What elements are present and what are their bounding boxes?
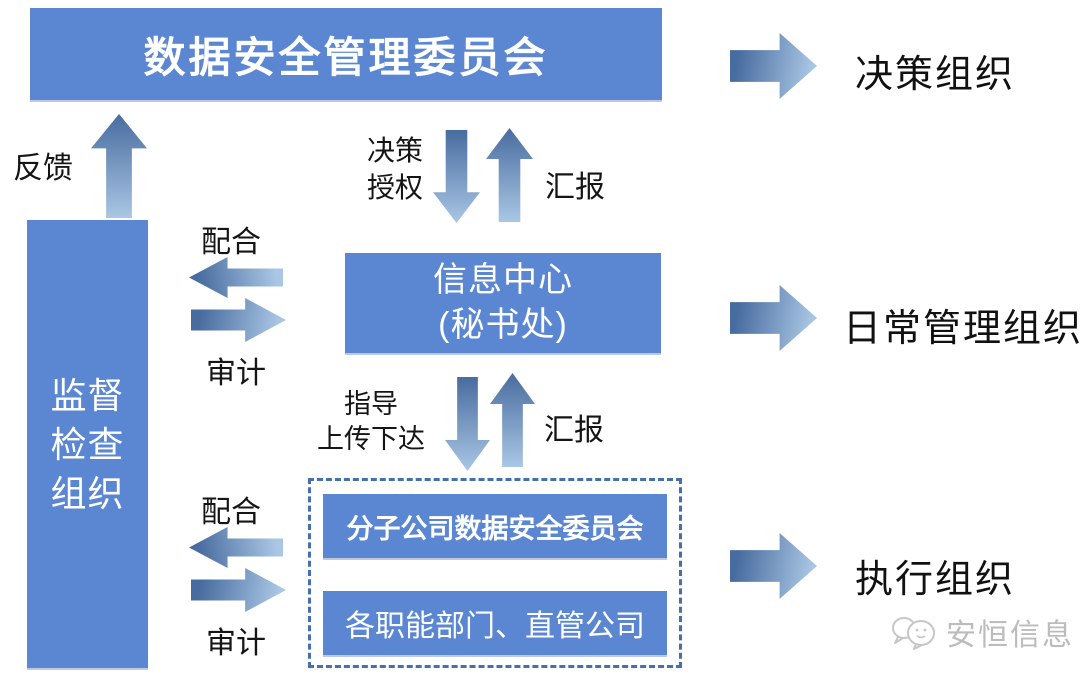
arrow-right-icon <box>191 298 286 342</box>
node-departments: 各职能部门、直管公司 <box>323 591 667 655</box>
arrow-left-icon <box>189 257 283 298</box>
node-committee: 数据安全管理委员会 <box>30 8 662 100</box>
arrow-down-icon <box>445 377 490 471</box>
node-committee-label: 数据安全管理委员会 <box>143 33 549 81</box>
arrow-right-icon <box>730 533 817 599</box>
arrow-right-icon <box>730 285 817 351</box>
arrow-down-icon <box>433 130 480 223</box>
label-guidance: 指导 上传下达 <box>317 389 425 454</box>
node-supervision: 监督 检查 组织 <box>27 220 148 668</box>
label-report-upper: 汇报 <box>545 171 605 204</box>
arrow-right-icon <box>191 568 286 612</box>
watermark: 安恒信息 <box>890 610 1074 654</box>
node-subsidiary-committee: 分子公司数据安全委员会 <box>323 494 667 558</box>
org-type-daily-management: 日常管理组织 <box>843 308 1080 350</box>
node-info-center-line2: (秘书处) <box>438 306 568 344</box>
arrow-right-icon <box>730 33 817 99</box>
anheng-bubbles-icon <box>892 617 935 650</box>
label-cooperate-upper: 配合 <box>201 226 261 259</box>
node-info-center: 信息中心 (秘书处) <box>345 253 661 353</box>
label-feedback: 反馈 <box>13 152 73 185</box>
org-type-decision: 决策组织 <box>855 54 1016 96</box>
arrow-left-icon <box>189 527 283 568</box>
label-cooperate-lower: 配合 <box>201 496 261 529</box>
arrow-up-icon <box>91 114 147 218</box>
arrow-up-icon <box>490 373 535 467</box>
node-info-center-line1: 信息中心 <box>433 261 573 299</box>
org-type-execution: 执行组织 <box>855 559 1016 601</box>
label-audit-lower: 审计 <box>206 627 266 660</box>
label-audit-upper: 审计 <box>206 357 266 390</box>
label-report-middle: 汇报 <box>544 414 604 447</box>
execution-group-box: 分子公司数据安全委员会 各职能部门、直管公司 <box>308 478 682 668</box>
node-supervision-line3: 组织 <box>50 472 125 514</box>
node-supervision-line1: 监督 <box>50 374 125 416</box>
label-decision-authorization: 决策 授权 <box>366 135 423 203</box>
watermark-brand: 安恒信息 <box>946 619 1074 652</box>
node-supervision-line2: 检查 <box>50 423 125 465</box>
arrow-up-icon <box>486 128 533 222</box>
